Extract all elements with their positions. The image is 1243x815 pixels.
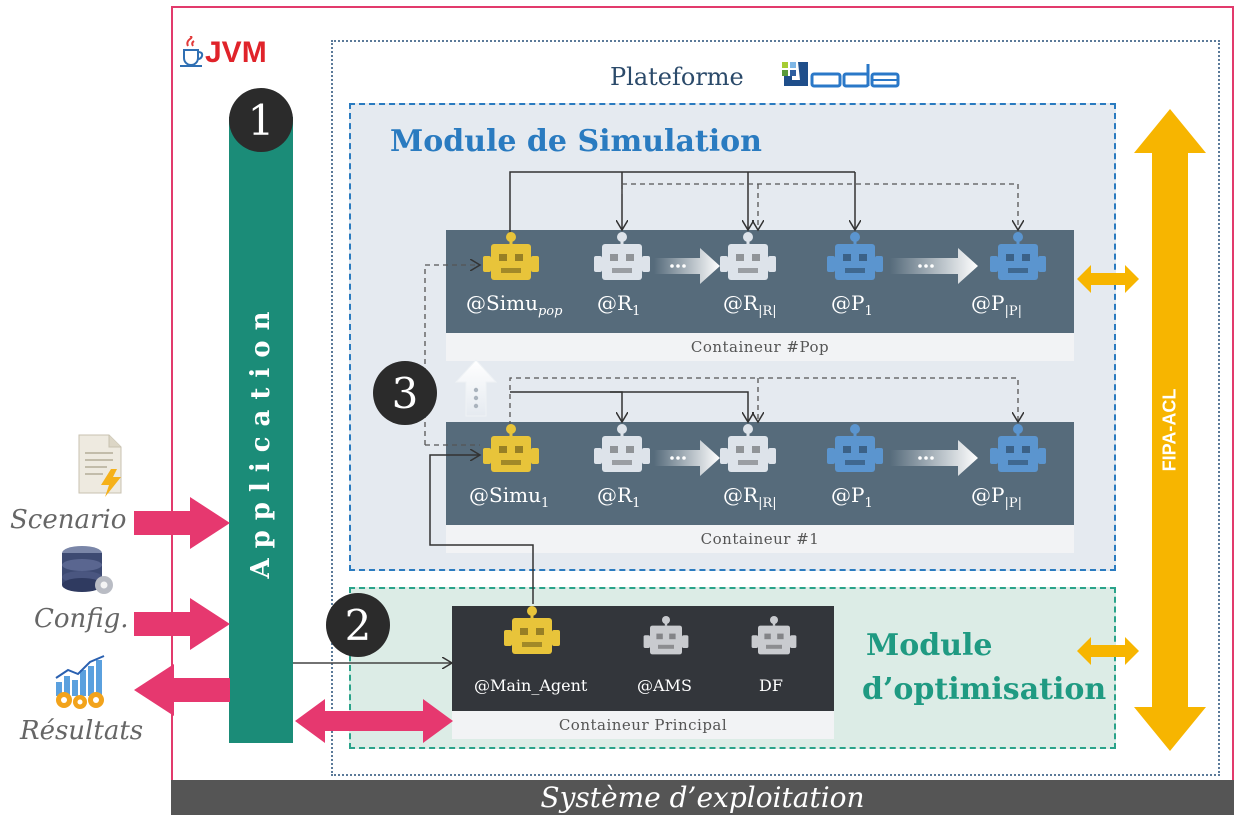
robot-r1-icon: [592, 232, 652, 282]
badge-one: 1: [229, 88, 293, 152]
config-arrow: [134, 598, 230, 650]
app-main-double-arrow: [295, 699, 453, 743]
double-arrow-icon: [1077, 637, 1139, 665]
agent-p1-label: @P1: [831, 483, 873, 511]
jade-logo: [772, 56, 902, 96]
robot-pp-icon: [988, 424, 1048, 474]
agent-ams-label: @AMS: [637, 676, 692, 695]
jvm-label: JVM: [205, 36, 267, 69]
fipa-acl-label: FIPA-ACL: [1159, 388, 1180, 472]
agent-r1-label: @R1: [597, 291, 641, 319]
scenario-document-icon: [77, 433, 127, 501]
results-chart-gears-icon: [50, 654, 114, 714]
robot-simu-1-icon: [481, 424, 541, 474]
robot-simu-pop-icon: [481, 232, 541, 282]
agent-rr-label: @R|R|: [723, 483, 777, 511]
application-bar: [229, 117, 293, 743]
ellipsis-arrow-icon: [890, 440, 978, 476]
os-bar: [171, 780, 1234, 815]
agent-pp-label: @P|P|: [971, 291, 1022, 319]
robot-rr-icon: [718, 424, 778, 474]
agent-r1-label: @R1: [597, 483, 641, 511]
robot-p1-icon: [825, 232, 885, 282]
ellipsis-arrow-icon: [654, 440, 720, 476]
agent-df-label: DF: [759, 676, 783, 695]
java-cup-icon: [178, 35, 204, 72]
agent-main-label: @Main_Agent: [474, 676, 588, 695]
robot-p1-icon: [825, 424, 885, 474]
container-pop-label: Containeur #Pop: [446, 333, 1074, 361]
badge-three: 3: [373, 361, 437, 425]
robot-rr-icon: [718, 232, 778, 282]
agent-simu-pop-label: @Simupop: [466, 291, 563, 319]
platform-label: Plateforme: [610, 63, 744, 91]
results-arrow: [134, 664, 230, 716]
simulation-module-title: Module de Simulation: [390, 124, 762, 159]
robot-df-icon: [750, 616, 798, 656]
results-label: Résultats: [20, 716, 144, 746]
robot-main-agent-icon: [502, 606, 562, 656]
robot-pp-icon: [988, 232, 1048, 282]
optimisation-module-title-line2: d’optimisation: [862, 672, 1107, 707]
container-main-label: Containeur Principal: [452, 711, 834, 739]
badge-two: 2: [326, 593, 390, 657]
optimisation-module-title-line1: Module: [866, 628, 993, 663]
double-arrow-icon: [1077, 265, 1139, 293]
scenario-label: Scenario: [10, 505, 127, 535]
agent-p1-label: @P1: [831, 291, 873, 319]
os-label: Système d’exploitation: [540, 781, 865, 814]
arrow-up-icon: [454, 358, 498, 422]
container-one-label: Containeur #1: [446, 525, 1074, 553]
ellipsis-arrow-icon: [890, 248, 978, 284]
ellipsis-arrow-icon: [654, 248, 720, 284]
config-database-icon: [60, 545, 116, 601]
agent-simu-1-label: @Simu1: [469, 483, 550, 511]
agent-pp-label: @P|P|: [971, 483, 1022, 511]
fipa-acl-arrow: [1134, 109, 1206, 751]
scenario-arrow: [134, 497, 230, 549]
config-label: Config.: [34, 604, 129, 634]
robot-r1-icon: [592, 424, 652, 474]
robot-ams-icon: [642, 616, 690, 656]
platform-frame: [331, 40, 1220, 776]
agent-rr-label: @R|R|: [723, 291, 777, 319]
